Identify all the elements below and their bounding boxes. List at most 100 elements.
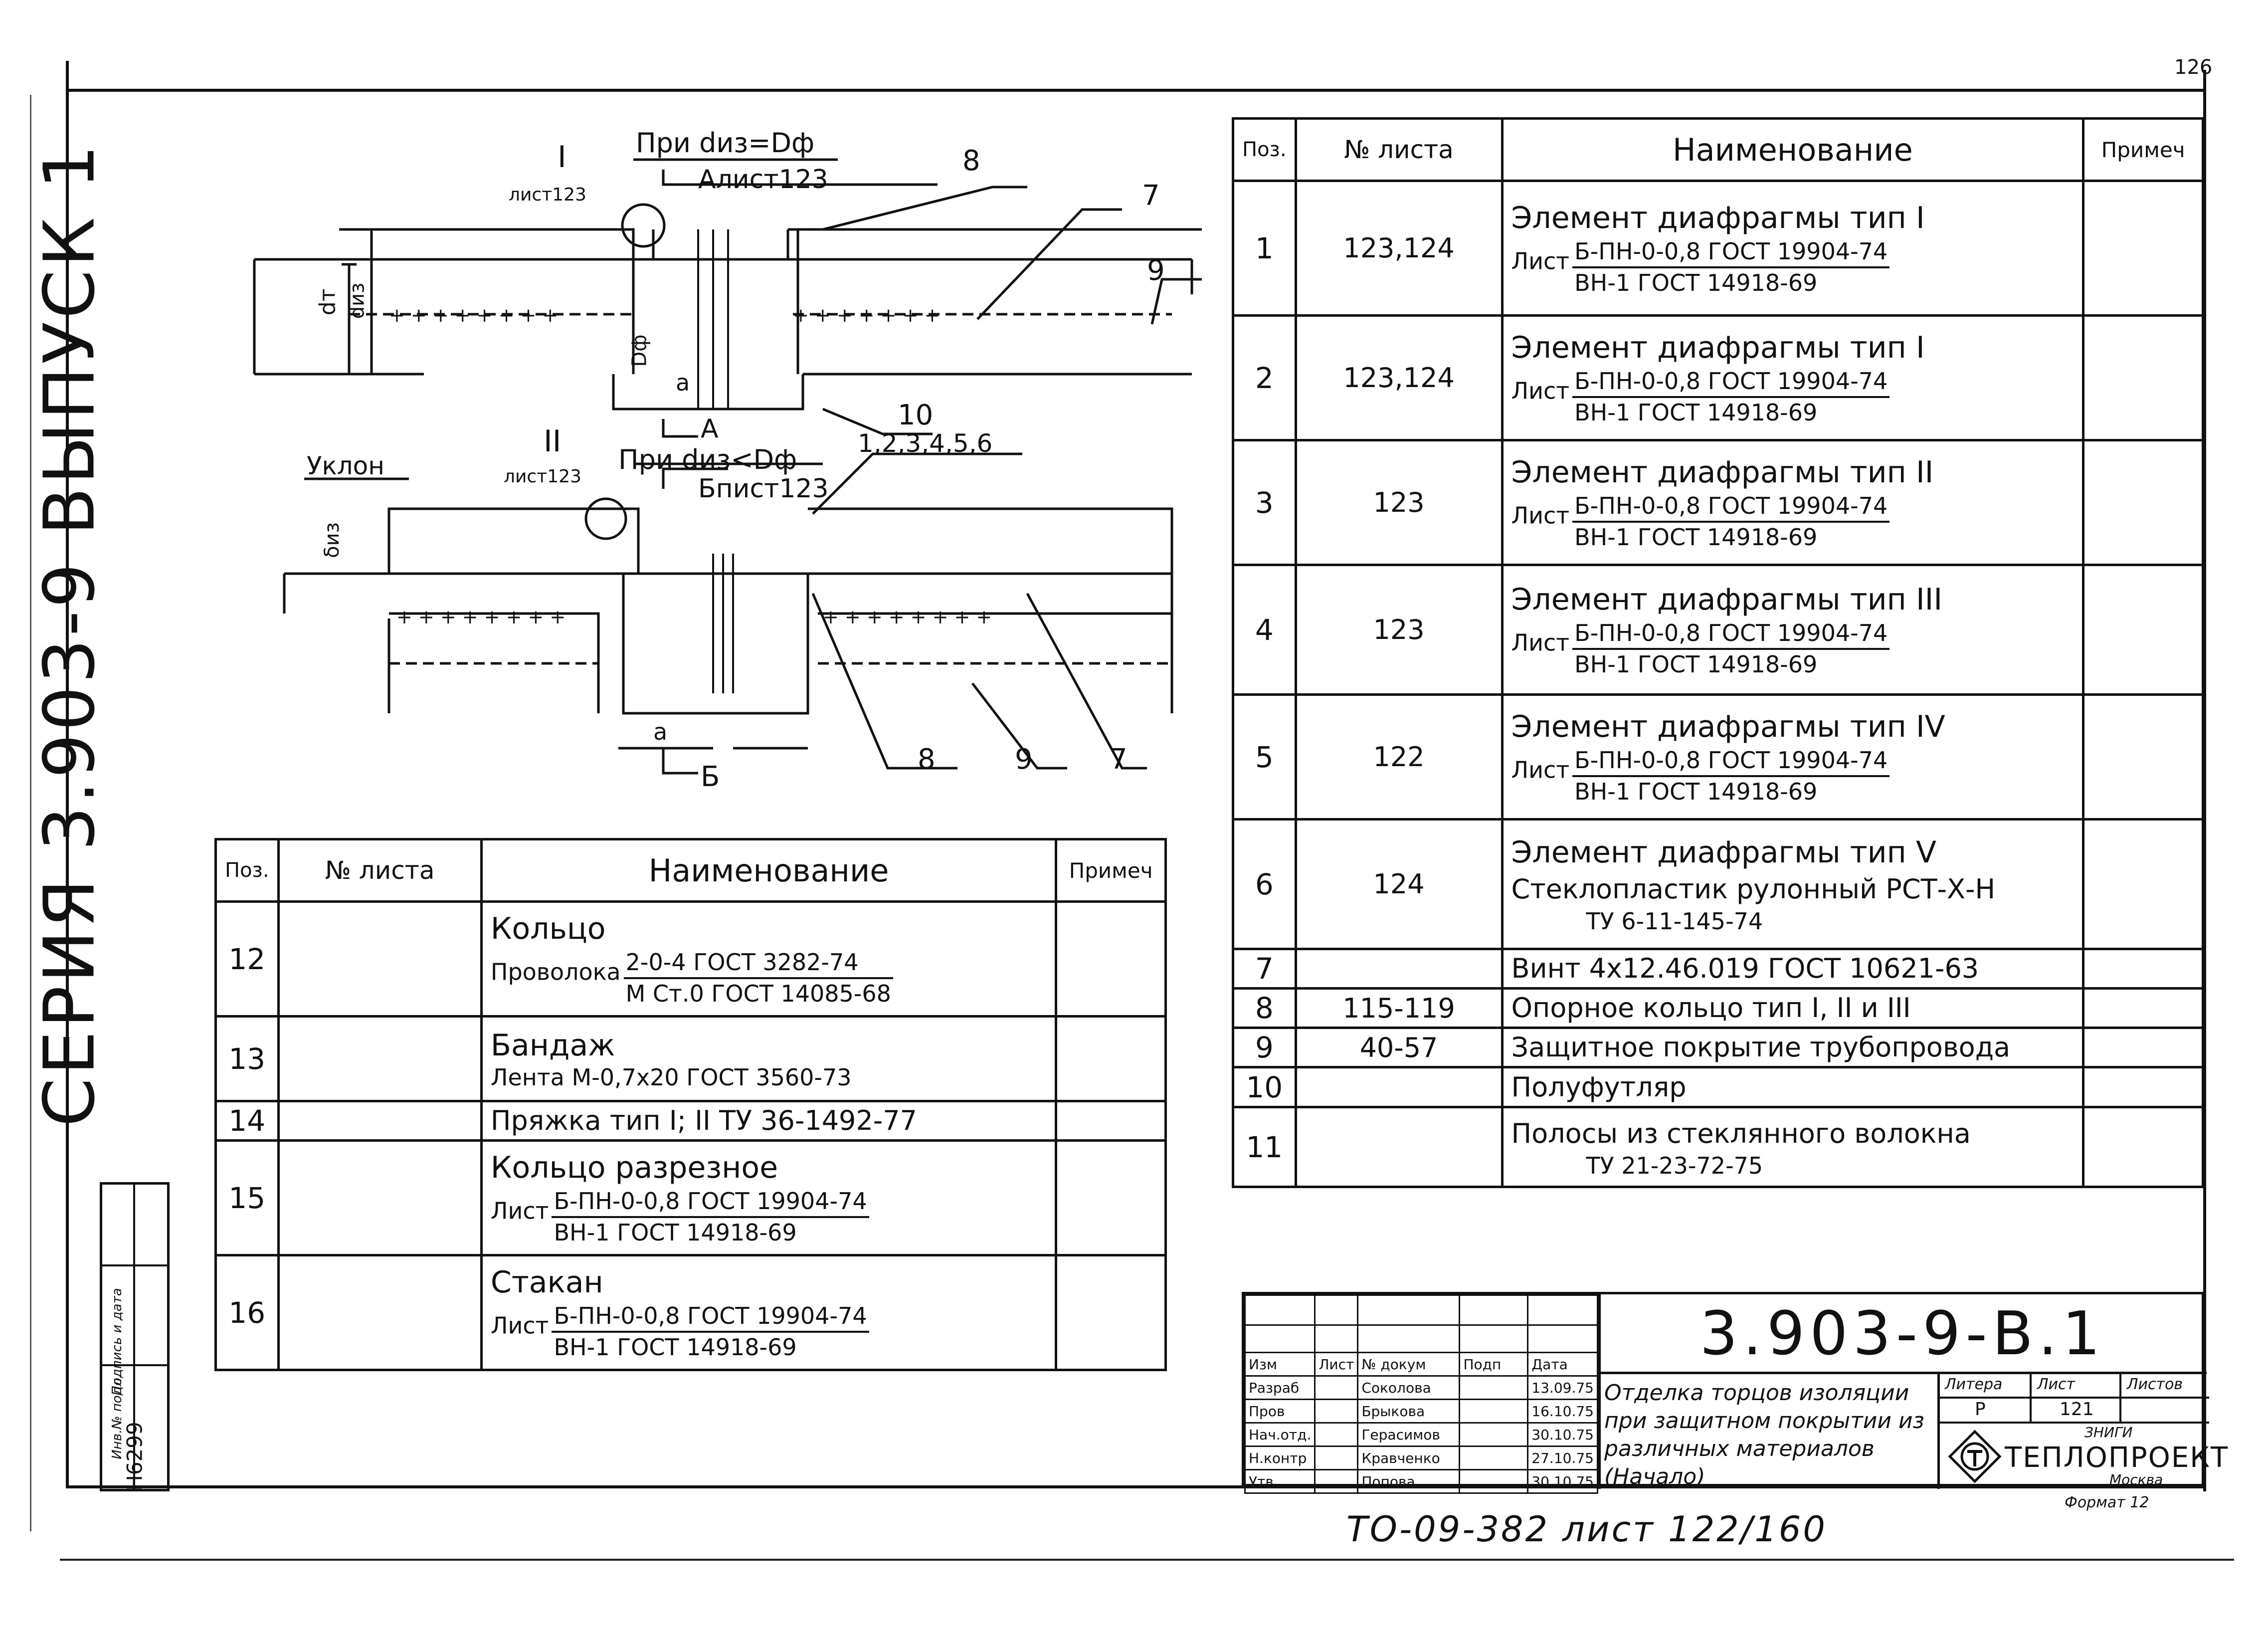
frame-outer-bottom: [60, 1559, 2234, 1561]
leader-9-top: [1150, 278, 1202, 325]
row-pos: 12: [214, 900, 280, 1018]
side-stamp: Подпись и дата Инв.№ подл. H6299: [100, 1182, 170, 1491]
row-note: [2082, 818, 2204, 950]
section-B-mark: Б: [701, 761, 720, 793]
role: Нач.отд.: [1244, 1422, 1316, 1447]
bottom-pipe-outline: [283, 572, 1173, 713]
row-note: [2082, 693, 2204, 821]
row-title: Элемент диафрагмы тип I: [1511, 330, 1925, 365]
row-prefix: Лист: [1511, 247, 1570, 274]
row-name: Бандаж Лента М-0,7x20 ГОСТ 3560-73: [480, 1015, 1058, 1102]
row-frac-bottom: ВН-1 ГОСТ 14918-69: [1574, 399, 1818, 426]
title-block-hline: [1598, 1372, 2207, 1374]
row-frac-top: Б-ПН-0-0,8 ГОСТ 19904-74: [1572, 618, 1890, 650]
row-note: [2082, 564, 2204, 696]
row-title: Винт 4x12.46.019 ГОСТ 10621-63: [1501, 948, 2085, 990]
row-prefix: Лист: [1511, 629, 1570, 656]
row-prefix: Лист: [490, 1312, 549, 1339]
row-pos: 14: [214, 1100, 280, 1142]
row-pos: 6: [1232, 818, 1297, 950]
slope-label: Уклон: [307, 451, 384, 480]
top-insulation-left: [339, 228, 635, 374]
row-pos: 15: [214, 1139, 280, 1256]
spec-table-left: Поз. № листа Наименование Примеч 12 Коль…: [214, 838, 1167, 1371]
row-frac-top: Б-ПН-0-0,8 ГОСТ 19904-74: [1572, 745, 1890, 777]
role: Н.контр: [1244, 1445, 1316, 1470]
col-pos: Поз.: [1232, 117, 1297, 182]
row-frac-top: 2-0-4 ГОСТ 3282-74: [623, 947, 893, 979]
row-sheet: 124: [1294, 818, 1504, 950]
table-row: 7 Винт 4x12.46.019 ГОСТ 10621-63: [1232, 948, 2204, 990]
sheets-header: Листов: [2127, 1376, 2183, 1393]
bottom-section-B-arrow: [662, 467, 728, 775]
detail-I-circle: [621, 203, 666, 248]
row-pos: 4: [1232, 564, 1297, 696]
col-note: Примеч: [1055, 838, 1167, 903]
side-stamp-inv-no: H6299: [122, 1422, 147, 1491]
dim-a-bottom-label: a: [653, 718, 668, 745]
side-stamp-row-divider: [102, 1364, 167, 1366]
row-sheet: 123,124: [1294, 314, 1504, 441]
table-row: 6 124 Элемент диафрагмы тип V Стеклоплас…: [1232, 818, 2204, 950]
row-sheet: 40-57: [1294, 1027, 1504, 1068]
bottom-coupling: [622, 574, 809, 715]
view-bottom-title: При dиз<Dф: [618, 444, 797, 475]
frame-outer-left: [30, 95, 31, 1531]
dim-dt-label: dт: [315, 288, 341, 316]
role-date: 27.10.75: [1527, 1445, 1598, 1470]
row-line3: ТУ 6-11-145-74: [1586, 907, 1763, 935]
role-date: 13.09.75: [1527, 1375, 1598, 1400]
row-pos: 1: [1232, 180, 1297, 317]
row-title: Элемент диафрагмы тип II: [1511, 454, 1934, 490]
row-prefix: Лист: [1511, 377, 1570, 404]
row-sheet: [1294, 1066, 1504, 1108]
stage-box: Литера Лист Листов Р 121 ЗНИГИ ТЕПЛОПРОЕ…: [1937, 1372, 2228, 1489]
callout-7-top: 7: [1142, 180, 1160, 212]
row-note: [2082, 180, 2204, 317]
row-prefix: Лист: [1511, 756, 1570, 783]
leader-9-bottom: [971, 682, 1067, 770]
row-frac-bottom: ВН-1 ГОСТ 14918-69: [554, 1333, 797, 1361]
row-frac-top: Б-ПН-0-0,8 ГОСТ 19904-74: [1572, 491, 1890, 523]
row-pos: 8: [1232, 987, 1297, 1029]
leader-group-bottom: [812, 452, 1022, 515]
row-prefix: Лист: [490, 1197, 549, 1224]
row-title: Элемент диафрагмы тип IV: [1511, 709, 1945, 744]
col-sheet: № листа: [277, 838, 483, 903]
row-title: Элемент диафрагмы тип I: [1511, 200, 1925, 235]
role-name: Соколова: [1357, 1375, 1461, 1400]
leader-8-bottom: [811, 593, 957, 770]
org-small: ЗНИГИ: [2084, 1424, 2133, 1441]
row-title: Защитное покрытие трубопровода: [1501, 1027, 2085, 1068]
callout-8-top: 8: [962, 145, 980, 177]
role: Утв: [1244, 1469, 1316, 1494]
row-note: [1055, 1139, 1167, 1256]
row-sheet: [277, 900, 483, 1018]
top-section-A-arrow: [662, 170, 938, 438]
table-row: 14 Пряжка тип I; II ТУ 36-1492-77: [214, 1100, 1167, 1142]
row-pos: 9: [1232, 1027, 1297, 1068]
callout-7-bottom: 7: [1110, 743, 1128, 776]
role: Разраб: [1244, 1375, 1316, 1400]
row-name: Элемент диафрагмы тип V Стеклопластик ру…: [1501, 818, 2085, 950]
teploproekt-logo: [1948, 1430, 2002, 1483]
series-title: СЕРИЯ 3.903-9 ВЫПУСК 1: [29, 142, 111, 1127]
row-name: Полосы из стеклянного волокна ТУ 21-23-7…: [1501, 1106, 2085, 1188]
row-sheet: [277, 1100, 483, 1142]
callout-10-top: 10: [898, 399, 934, 431]
top-flange-right: [786, 229, 799, 374]
row-pos: 13: [214, 1015, 280, 1102]
